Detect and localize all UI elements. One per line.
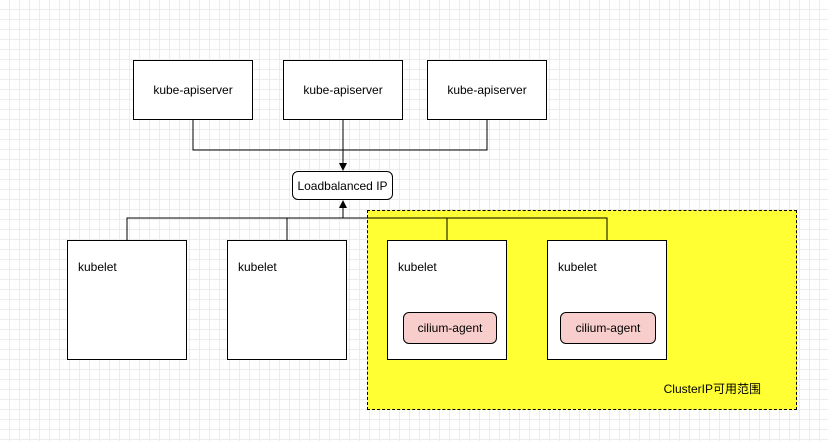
- apiserver-label-1: kube-apiserver: [153, 83, 233, 97]
- loadbalancer-box: Loadbalanced IP: [292, 171, 393, 200]
- node-box-3: kubelet cilium-agent: [387, 240, 507, 360]
- cilium-agent-box-1: cilium-agent: [403, 312, 497, 344]
- apiserver-label-2: kube-apiserver: [303, 83, 383, 97]
- node-label-3: kubelet: [398, 260, 437, 274]
- loadbalancer-label: Loadbalanced IP: [297, 178, 388, 193]
- apiserver-box-3: kube-apiserver: [427, 60, 547, 120]
- edge-apiservers-bus: [192, 120, 488, 151]
- node-label-4: kubelet: [558, 260, 597, 274]
- node-box-2: kubelet: [227, 240, 347, 360]
- edge-nodes-bus: [126, 217, 608, 240]
- node-label-2: kubelet: [238, 260, 277, 274]
- node-box-4: kubelet cilium-agent: [547, 240, 667, 360]
- cilium-agent-box-2: cilium-agent: [560, 312, 656, 344]
- node-box-1: kubelet: [67, 240, 187, 360]
- clusterip-range-label: ClusterIP可用范围: [663, 382, 761, 396]
- node-label-1: kubelet: [78, 260, 117, 274]
- cilium-agent-label-1: cilium-agent: [417, 321, 483, 335]
- apiserver-box-2: kube-apiserver: [283, 60, 403, 120]
- apiserver-label-3: kube-apiserver: [447, 83, 527, 97]
- apiserver-box-1: kube-apiserver: [133, 60, 253, 120]
- cilium-agent-label-2: cilium-agent: [575, 321, 641, 335]
